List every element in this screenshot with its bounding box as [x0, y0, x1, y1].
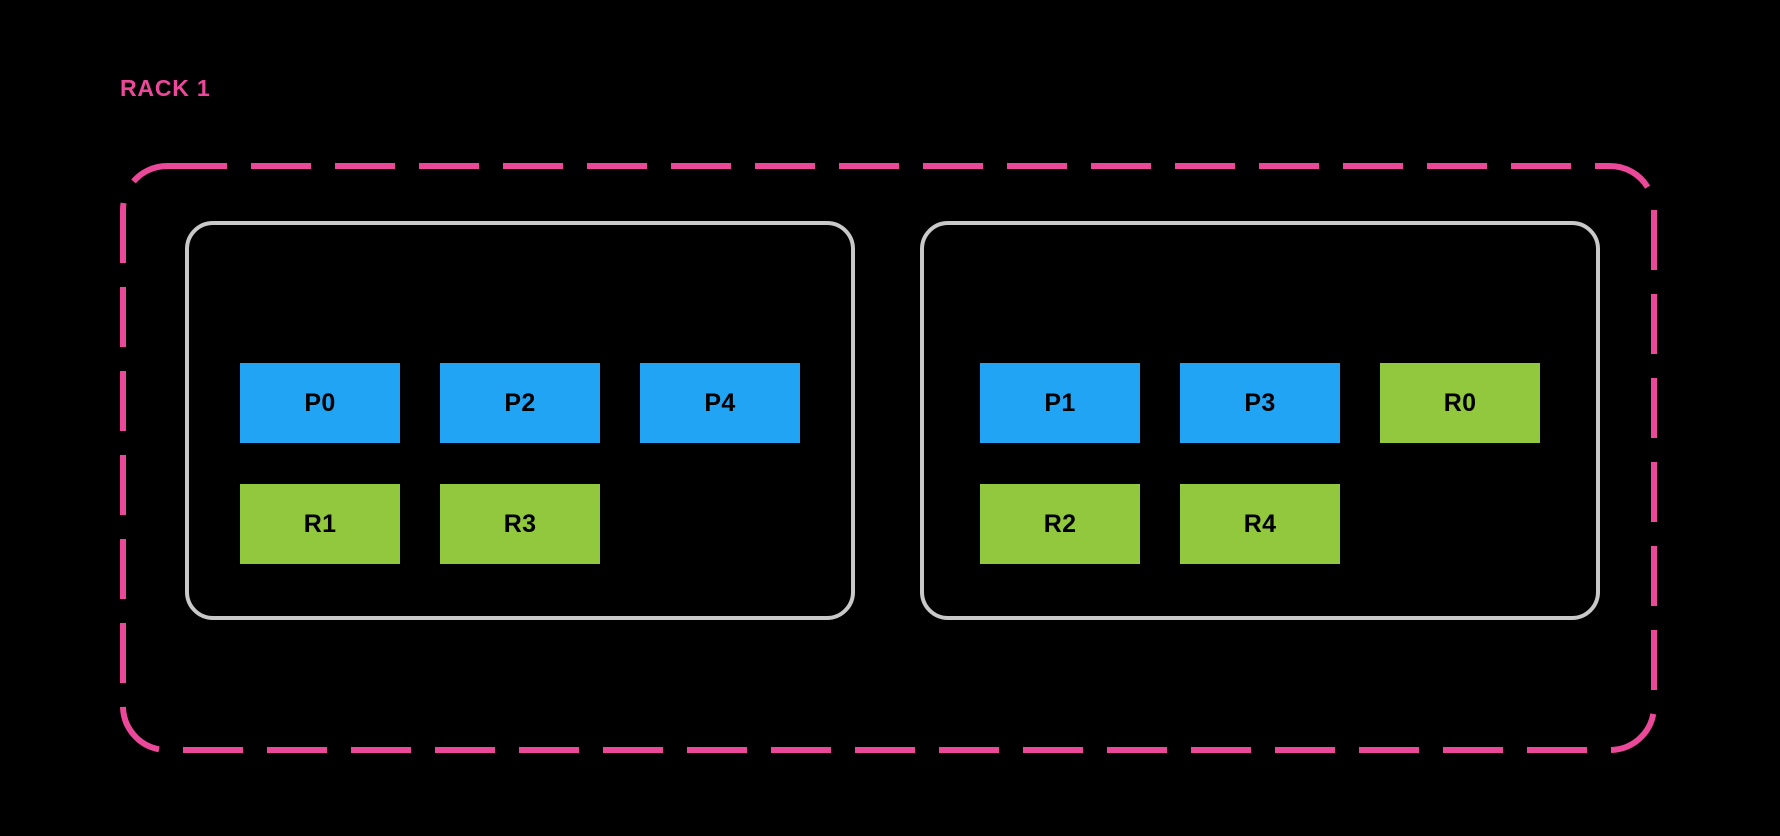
- block-r3[interactable]: R3: [440, 484, 600, 564]
- block-p4[interactable]: P4: [640, 363, 800, 443]
- rack-label: RACK 1: [120, 75, 211, 101]
- block-r4[interactable]: R4: [1180, 484, 1340, 564]
- node-box-left: [185, 221, 855, 620]
- block-p2[interactable]: P2: [440, 363, 600, 443]
- node-box-right: [920, 221, 1600, 620]
- block-r1[interactable]: R1: [240, 484, 400, 564]
- block-r0[interactable]: R0: [1380, 363, 1540, 443]
- block-p0[interactable]: P0: [240, 363, 400, 443]
- block-p1[interactable]: P1: [980, 363, 1140, 443]
- block-r2[interactable]: R2: [980, 484, 1140, 564]
- block-p3[interactable]: P3: [1180, 363, 1340, 443]
